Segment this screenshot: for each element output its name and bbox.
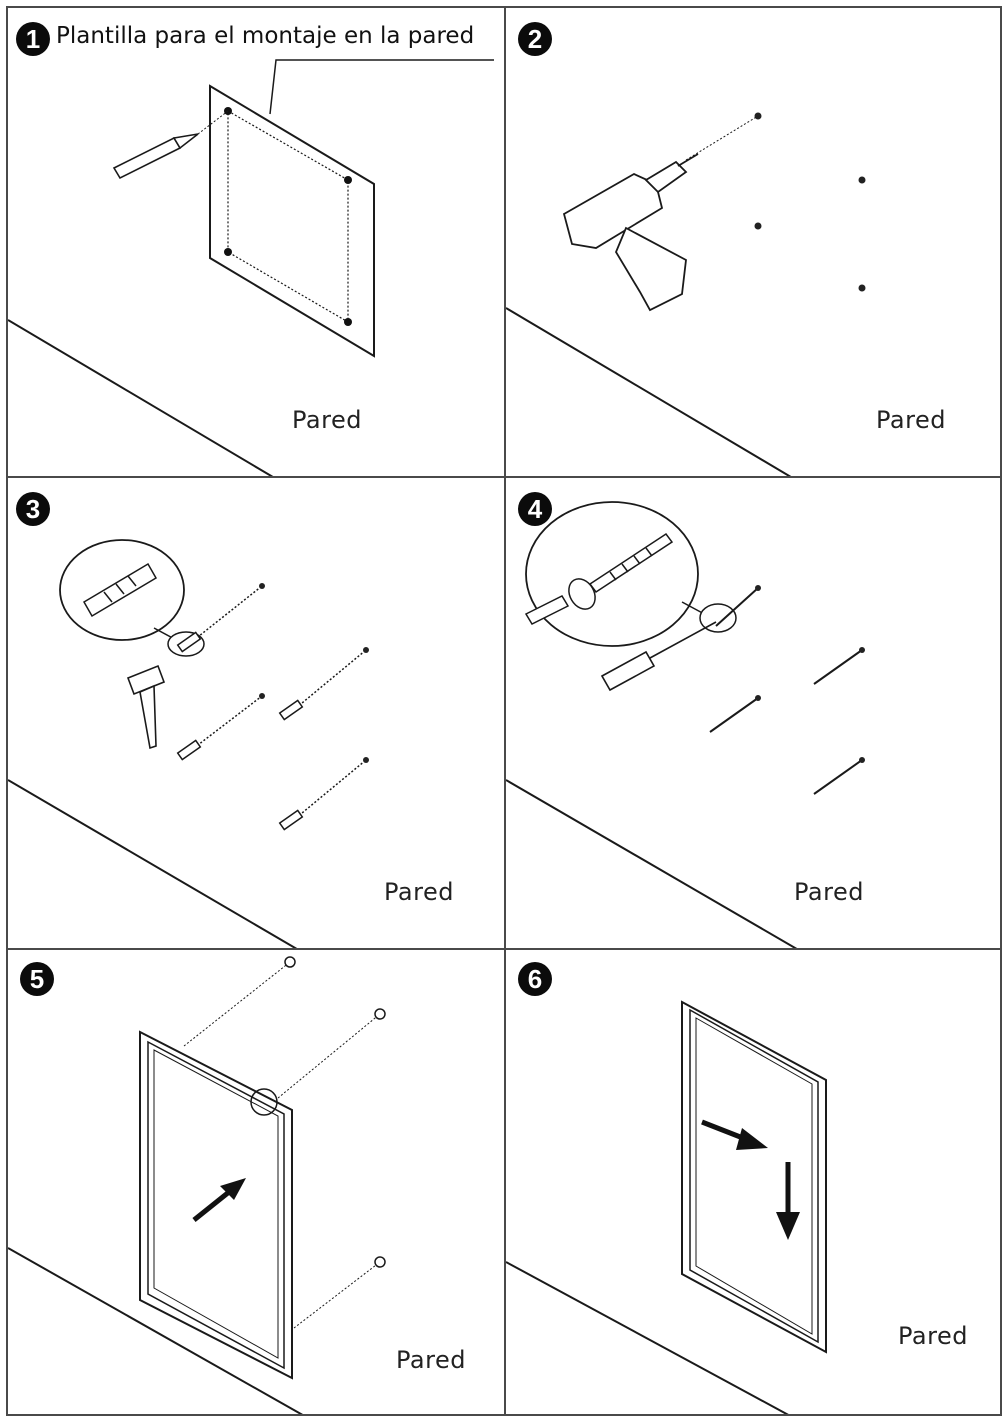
step-4-wall-label: Pared (794, 878, 864, 906)
step-5-panel: 5 Pared (6, 948, 506, 1416)
step-6-number-badge: 6 (518, 962, 552, 996)
step-1-illustration (8, 59, 494, 476)
step-1-wall-label: Pared (292, 406, 362, 434)
step-5-illustration (8, 956, 386, 1414)
step-6-illustration (506, 1000, 827, 1414)
step-1-caption: Plantilla para el montaje en la pared (56, 23, 475, 49)
step-4-illustration (506, 501, 865, 948)
step-6-panel: 6 Pared (504, 948, 1002, 1416)
step-5-wall-label: Pared (396, 1346, 466, 1374)
step-2-panel: 2 Pared (504, 6, 1002, 478)
step-6-wall-label: Pared (898, 1322, 968, 1350)
step-5-number-badge: 5 (20, 962, 54, 996)
step-3-number-badge: 3 (16, 492, 50, 526)
step-1-number-badge: 1 (16, 22, 50, 56)
step-3-panel: 3 Pared (6, 476, 506, 950)
step-4-number-badge: 4 (518, 492, 552, 526)
step-3-illustration (8, 539, 369, 948)
step-2-wall-label: Pared (876, 406, 946, 434)
step-2-number-badge: 2 (518, 22, 552, 56)
step-3-wall-label: Pared (384, 878, 454, 906)
step-4-panel: 4 Pared (504, 476, 1002, 950)
step-1-panel: 1 Plantilla para el montaje en la pared … (6, 6, 506, 478)
step-2-illustration (506, 112, 866, 476)
